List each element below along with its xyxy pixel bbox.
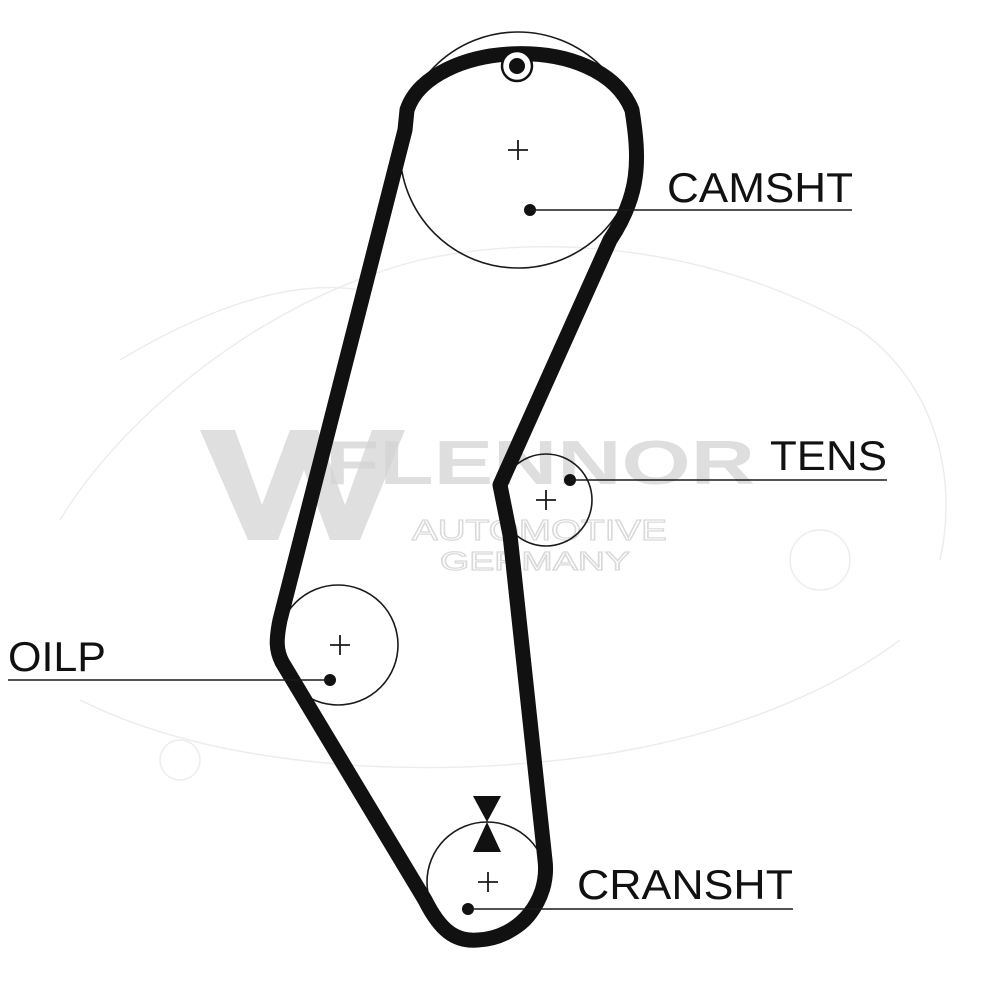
oil-pump-label: OILP — [8, 633, 106, 680]
oil-pump-center-cross — [330, 635, 350, 655]
oil-pump-leader — [8, 674, 336, 686]
crankshaft-center-cross — [478, 872, 498, 892]
watermark: FLENNOR AUTOMOTIVE GERMANY — [200, 429, 755, 577]
crankshaft-label: CRANSHT — [577, 861, 793, 908]
tensioner-leader — [564, 474, 887, 486]
watermark-line2: GERMANY — [440, 546, 630, 576]
camshaft-leader — [524, 204, 852, 216]
watermark-logo-icon — [200, 430, 405, 540]
crankshaft-leader — [462, 903, 793, 915]
camshaft-label: CAMSHT — [667, 164, 853, 211]
tensioner-label: TENS — [770, 432, 887, 479]
timing-belt — [269, 46, 645, 948]
watermark-brand: FLENNOR — [325, 429, 755, 498]
tensioner-center-cross — [536, 490, 556, 510]
crankshaft-timing-mark-icon — [473, 796, 501, 852]
camshaft-timing-mark — [500, 49, 534, 83]
background-engine-outline — [59, 246, 947, 781]
watermark-line1: AUTOMOTIVE — [412, 515, 667, 547]
camshaft-center-cross — [508, 140, 528, 160]
